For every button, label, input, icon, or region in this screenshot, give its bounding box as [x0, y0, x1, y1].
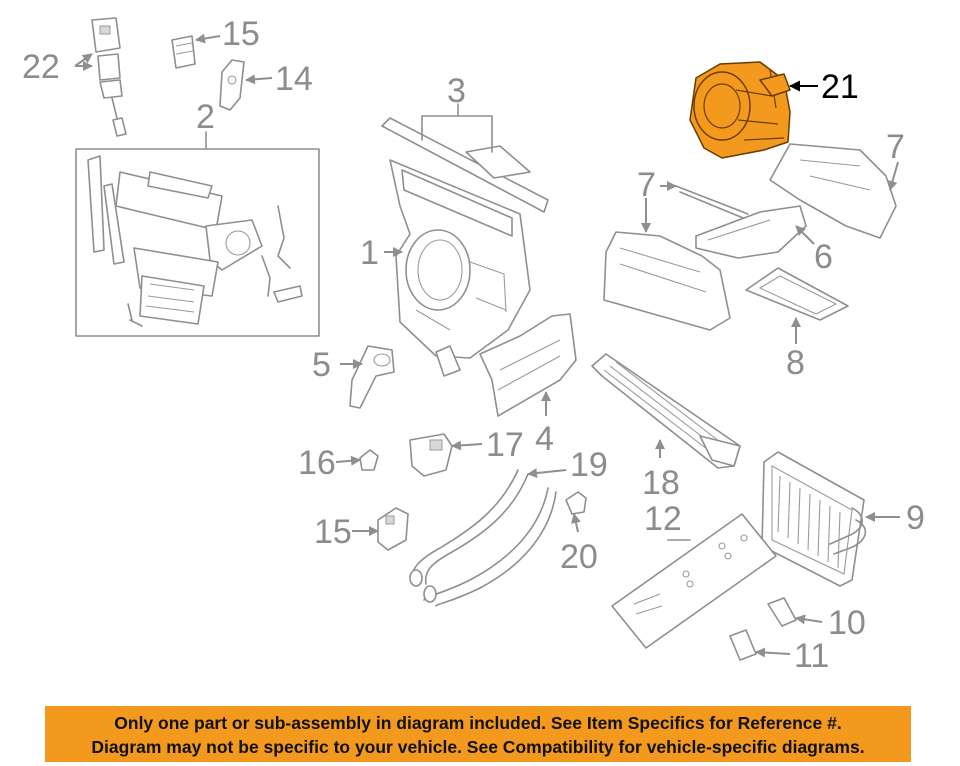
- callout-21: 21: [821, 68, 859, 106]
- callout-22: 22: [22, 48, 60, 86]
- callout-19: 19: [570, 446, 608, 484]
- callout-14: 15: [222, 15, 260, 53]
- part-11-clamp: [729, 629, 757, 661]
- callout-1: 1: [360, 234, 379, 272]
- callout-20: 20: [560, 538, 598, 576]
- part-21-blower-motor: [689, 61, 791, 159]
- callout-3: 3: [447, 72, 466, 110]
- part-1-housing: [389, 159, 531, 377]
- part-15-actuator: [377, 507, 409, 551]
- part-4-duct: [479, 313, 577, 417]
- part-7-duct: [769, 143, 897, 239]
- part-case: [603, 231, 731, 331]
- callout-6: 6: [814, 238, 833, 276]
- callout-5: 5: [312, 346, 331, 384]
- callout-12: 12: [644, 500, 682, 538]
- callout-9: 9: [906, 499, 925, 537]
- part-17-clip: [359, 449, 379, 471]
- callout-labels: 22 15 14 2 3 1 5 4 16 17 15 19 20 18 12 …: [22, 15, 925, 675]
- part-3-seal: [381, 117, 549, 213]
- part-19-hoses: [409, 469, 557, 607]
- leader-lines: [74, 33, 900, 658]
- part-8-filter: [745, 267, 849, 321]
- part-18-heater-core: [591, 353, 741, 469]
- callout-16: 17: [486, 426, 524, 464]
- part-22-sensor: [91, 17, 127, 137]
- part-13-bracket: [219, 59, 245, 111]
- part-7-rod: [675, 185, 749, 221]
- callout-7-left: 7: [637, 166, 656, 204]
- disclaimer-banner: Only one part or sub-assembly in diagram…: [45, 706, 911, 762]
- part-2-kit: [75, 148, 320, 337]
- callout-13: 14: [275, 60, 313, 98]
- callout-10: 10: [828, 604, 866, 642]
- part-5-bracket: [349, 345, 395, 409]
- callout-17: 16: [298, 444, 336, 482]
- disclaimer-line-2: Diagram may not be specific to your vehi…: [91, 737, 865, 757]
- callout-7-right: 7: [886, 128, 905, 166]
- parts-diagram: 22 15 14 2 3 1 5 4 16 17 15 19 20 18 12 …: [22, 15, 925, 675]
- callout-4: 4: [535, 420, 554, 458]
- callout-2: 2: [196, 98, 215, 136]
- callout-15: 15: [314, 513, 352, 551]
- part-14-module: [171, 35, 196, 69]
- disclaimer-line-1: Only one part or sub-assembly in diagram…: [114, 713, 842, 733]
- part-20-cap: [565, 491, 587, 515]
- callout-11: 11: [794, 637, 829, 675]
- callout-18: 18: [642, 464, 680, 502]
- callout-8: 8: [786, 344, 805, 382]
- part-12-kit: [611, 513, 777, 649]
- part-10-fitting: [767, 597, 797, 627]
- part-16-actuator: [409, 433, 453, 477]
- part-9-evaporator: [761, 451, 867, 587]
- part-6-duct: [695, 205, 807, 259]
